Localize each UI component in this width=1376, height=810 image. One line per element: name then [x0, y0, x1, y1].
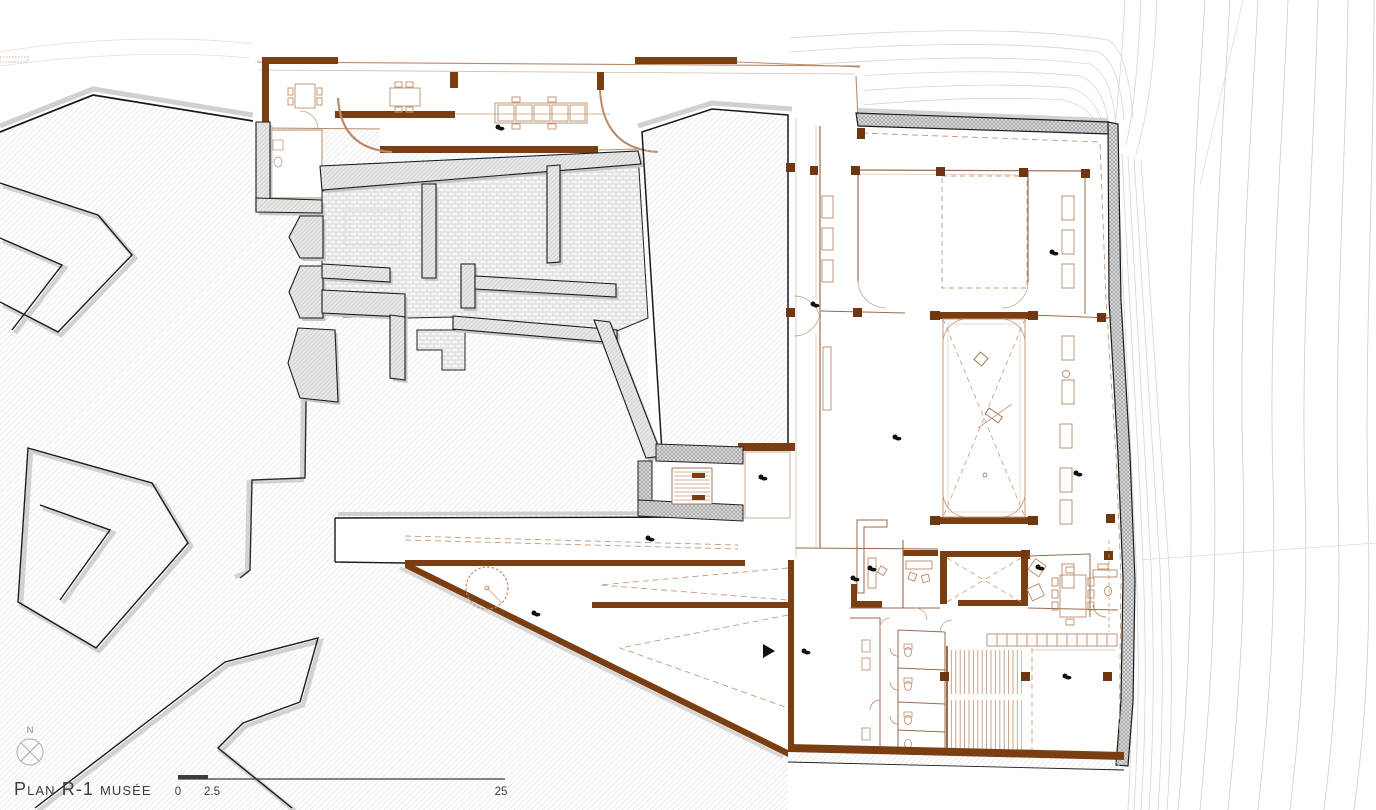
tree [465, 566, 509, 610]
locker-band [986, 633, 1118, 647]
landing [744, 451, 791, 519]
human-figure [810, 301, 820, 308]
corner-arcs [942, 318, 1026, 518]
ramp-walls-brown [405, 560, 794, 757]
dashed-cross [942, 318, 1026, 518]
terrain-shadow [0, 86, 254, 129]
stair-core [637, 443, 795, 522]
desk [1092, 569, 1118, 578]
exhibit-object [984, 407, 1003, 424]
dashed-cross-room [946, 557, 1022, 603]
scale-0: 0 [175, 786, 181, 798]
scale-25: 25 [495, 786, 508, 798]
table [294, 83, 316, 109]
castle-ruins [255, 121, 665, 461]
ramp-corridor [334, 511, 794, 759]
human-figure [1062, 673, 1072, 680]
office-furniture [867, 557, 1118, 626]
scale-bar: 0 2.5 25 [175, 775, 508, 798]
human-figure [801, 648, 811, 655]
plan-title: Plan R-1 musée [14, 779, 152, 799]
wc-block [850, 617, 946, 753]
office-walls-brown [851, 550, 1028, 608]
central-gallery-room [930, 311, 1038, 525]
door-arc [857, 279, 887, 309]
title-block: N Plan R-1 musée 0 2.5 25 [14, 725, 507, 799]
curved-wall [336, 97, 393, 154]
new-walls-brown [262, 57, 737, 153]
exhibit-object [973, 351, 989, 367]
door-arc [793, 295, 821, 337]
display-cases [821, 195, 1075, 589]
desk [867, 557, 877, 589]
auditorium-seating [940, 646, 1112, 752]
scale-2-5: 2.5 [204, 786, 220, 798]
rock-wedge [637, 100, 793, 453]
north-facade-line [256, 61, 861, 67]
columns [786, 128, 1115, 523]
human-figure [1073, 470, 1083, 477]
human-figures [495, 124, 1083, 680]
section-arrow [763, 644, 775, 658]
human-figure [892, 434, 902, 441]
human-figure [1049, 249, 1059, 256]
south-wall [788, 744, 1124, 760]
offices-wing [787, 540, 1125, 771]
north-label: N [27, 725, 34, 736]
small-room [268, 129, 323, 199]
human-figure [867, 565, 877, 572]
table [389, 87, 421, 107]
reception-desk [856, 519, 888, 594]
east-wall [1107, 121, 1136, 767]
door-arc [299, 110, 319, 129]
door-arc [1001, 281, 1029, 309]
meeting-table [1059, 574, 1087, 618]
roof-dashed-line [861, 132, 1122, 759]
exhibition-hall [786, 108, 1136, 767]
ramp-slope-dashes [404, 535, 789, 709]
desk [905, 560, 933, 570]
human-figure [1035, 564, 1045, 571]
terrain-outline [0, 94, 254, 133]
gallery-furniture [287, 81, 588, 130]
ceiling-opening-dashed [941, 175, 1028, 289]
north-arrow: N [16, 725, 44, 766]
long-table [494, 102, 588, 124]
door-arcs [879, 607, 953, 633]
vitrine [822, 346, 832, 411]
